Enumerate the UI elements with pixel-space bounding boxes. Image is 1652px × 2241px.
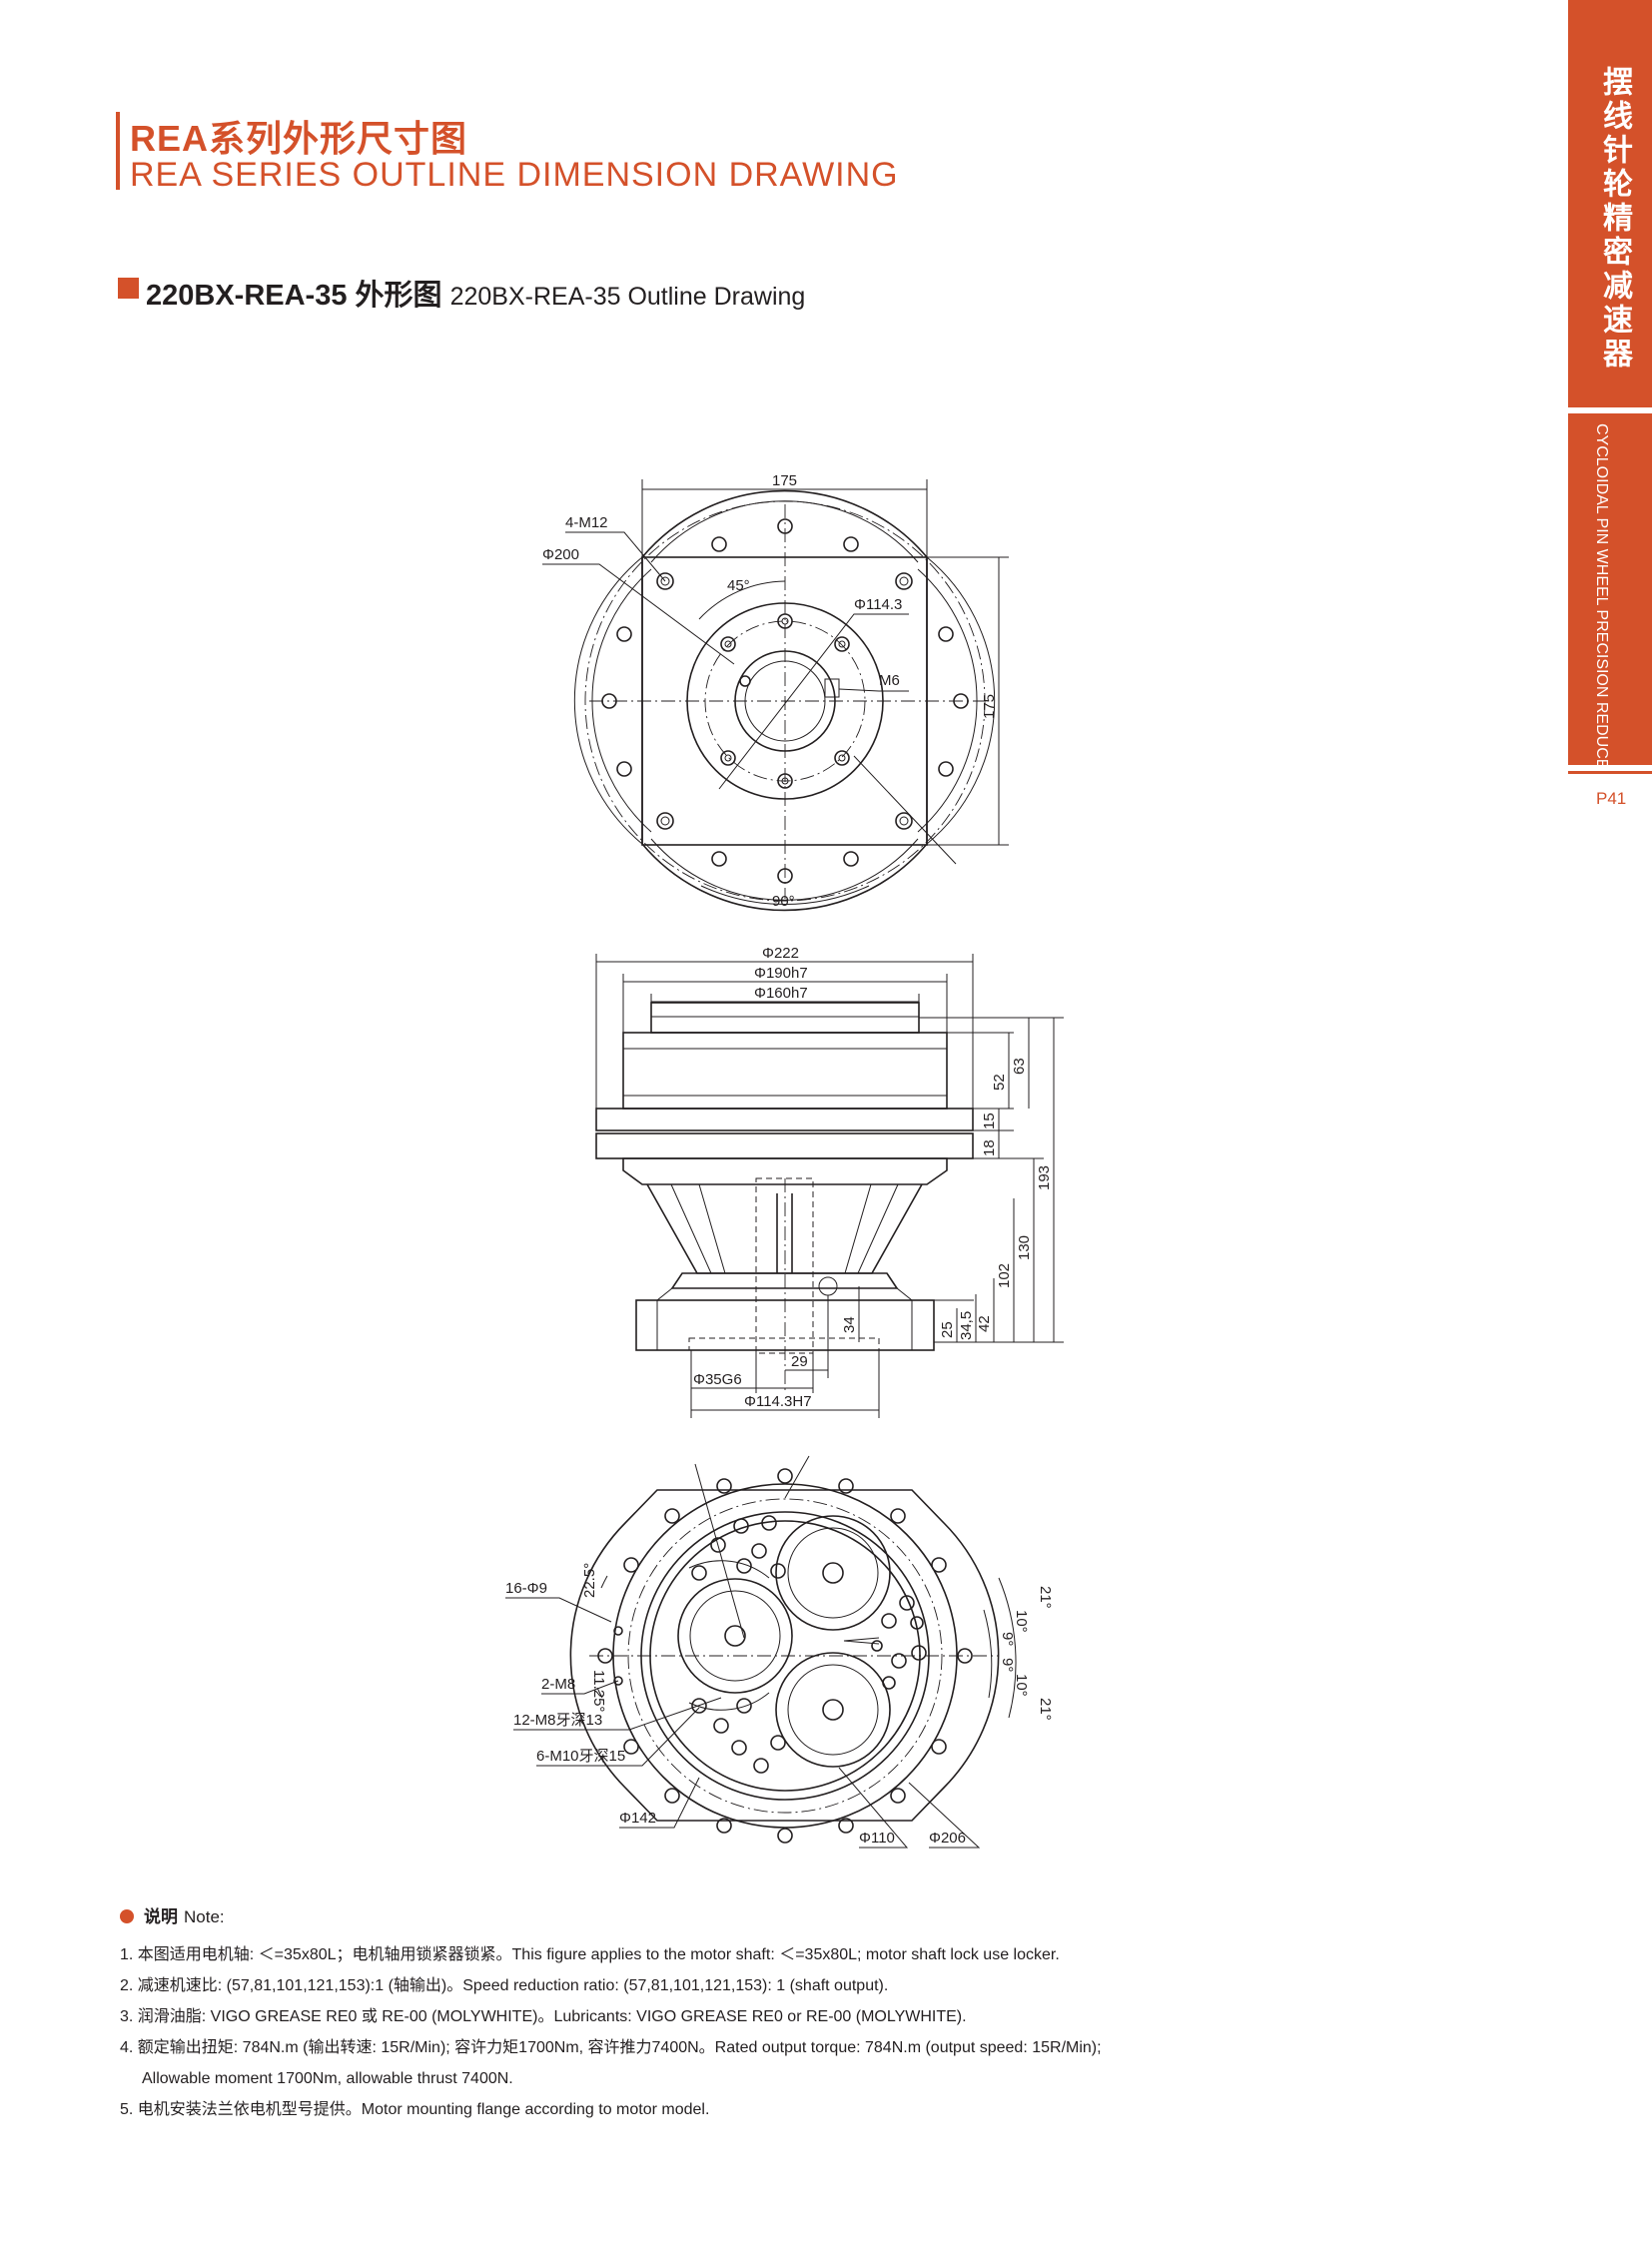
dim-top-height: 175: [981, 694, 998, 719]
dim-dia-35: Φ35G6: [693, 1371, 742, 1388]
note-item: Allowable moment 1700Nm, allowable thrus…: [142, 2070, 513, 2087]
bottom-pcd: [627, 1498, 943, 1814]
side-tab-middle: [1568, 413, 1652, 765]
label-dia-200: Φ200: [542, 546, 579, 563]
page-title-en: REA SERIES OUTLINE DIMENSION DRAWING: [130, 156, 899, 194]
label-angle-10a: 10°: [1013, 1610, 1030, 1633]
dim-top-width: 175: [772, 472, 797, 489]
dim-h15: 15: [981, 1113, 998, 1129]
label-angle-9b: 9°: [999, 1658, 1016, 1672]
side-tab-title-cn: 摆线针轮精密减速器: [1598, 66, 1631, 372]
label-4-m12: 4-M12: [565, 514, 608, 531]
top-flange-side-inner: [591, 568, 978, 833]
dim-w29: 29: [791, 1353, 808, 1370]
side-housing: [622, 1032, 948, 1110]
dim-h130: 130: [1016, 1235, 1033, 1260]
label-16-holes: 16-Φ9: [505, 1580, 547, 1597]
note-item: 2. 减速机速比: (57,81,101,121,153):1 (轴输出)。Sp…: [120, 1977, 889, 1994]
side-tab-divider: [1568, 771, 1652, 774]
top-hub-bolts: [720, 613, 850, 789]
label-dia-110: Φ110: [859, 1830, 895, 1847]
section-title: 220BX-REA-35 外形图 220BX-REA-35 Outline Dr…: [146, 272, 805, 314]
bottom-gear-left: [677, 1578, 793, 1694]
side-lower-housing: [622, 1157, 948, 1185]
note-item: 1. 本图适用电机轴: ＜=35x80L；电机轴用锁紧器锁紧。This figu…: [120, 1946, 1060, 1963]
dim-dia-190: Φ190h7: [754, 965, 808, 982]
label-6-m10: 6-M10牙深15: [536, 1748, 625, 1765]
title-accent-bar: [116, 112, 120, 190]
dim-dia-222: Φ222: [762, 945, 799, 962]
dim-dia-160: Φ160h7: [754, 985, 808, 1002]
side-cone: [646, 1183, 923, 1274]
label-12-m8: 12-M8牙深13: [513, 1712, 602, 1729]
notes-heading: 说明 Note:: [120, 1902, 225, 1927]
bottom-view: 16-Φ9 22.5° 11.25° 2-M8 12-M8牙深13 6-M10牙…: [505, 1455, 1054, 1849]
label-dia-142: Φ142: [619, 1810, 656, 1827]
top-view: 175 175 4-M12 Φ200 45° Φ114.3 M6 90°: [542, 472, 1009, 912]
note-item: 3. 润滑油脂: VIGO GREASE RE0 或 RE-00 (MOLYWH…: [120, 2008, 967, 2025]
side-flange-1: [595, 1108, 974, 1131]
dim-dia-114h7: Φ114.3H7: [744, 1393, 812, 1410]
label-dia-206: Φ206: [929, 1830, 966, 1847]
notes-heading-cn: 说明: [144, 1907, 178, 1926]
page-number: P41: [1596, 789, 1627, 808]
label-angle-11-25: 11.25°: [590, 1670, 607, 1712]
dim-h25: 25: [939, 1321, 956, 1338]
notes-list: 1. 本图适用电机轴: ＜=35x80L；电机轴用锁紧器锁紧。This figu…: [120, 1939, 1102, 2125]
notes-heading-en: Note:: [184, 1907, 225, 1926]
label-dia-114: Φ114.3: [854, 596, 902, 613]
top-keyway: [824, 678, 840, 698]
dim-h34: 34: [841, 1316, 858, 1333]
side-tab-title-en: CYCLOIDAL PIN WHEEL PRECISION REDUCER: [1593, 423, 1610, 781]
note-item: 5. 电机安装法兰依电机型号提供。Motor mounting flange a…: [120, 2101, 710, 2118]
label-angle-45: 45°: [727, 577, 750, 594]
dim-h102: 102: [996, 1263, 1013, 1288]
dim-h193: 193: [1036, 1165, 1053, 1190]
dim-h18: 18: [981, 1139, 998, 1156]
bullet-dot-icon: [120, 1909, 134, 1923]
bottom-gear-bottom: [775, 1652, 891, 1768]
side-plug-icon: [818, 1276, 838, 1296]
dim-h63: 63: [1011, 1058, 1028, 1075]
label-m6: M6: [879, 672, 900, 689]
top-flange-outline: [641, 489, 928, 912]
top-flange-holes: [601, 518, 969, 884]
side-motor-step: [670, 1272, 899, 1289]
bottom-outer-ring: [569, 1489, 1000, 1822]
label-angle-90: 90°: [772, 893, 795, 910]
dim-h52: 52: [991, 1074, 1008, 1091]
side-flange-2: [595, 1132, 974, 1159]
side-view: Φ222 Φ190h7 Φ160h7: [595, 945, 1064, 1418]
top-flange-inner: [650, 500, 919, 901]
side-hidden-shaft: [755, 1177, 814, 1354]
section-marker-icon: [118, 278, 139, 299]
page-title-cn: REA系列外形尺寸图: [130, 118, 468, 159]
section-title-en: 220BX-REA-35 Outline Drawing: [449, 283, 806, 311]
side-output-plate: [650, 1002, 920, 1034]
label-angle-22-5: 22.5°: [581, 1563, 598, 1598]
label-angle-21b: 21°: [1037, 1698, 1054, 1721]
top-corner-bolts: [656, 572, 913, 830]
label-angle-9a: 9°: [999, 1632, 1016, 1646]
dim-h42: 42: [976, 1315, 993, 1332]
label-angle-21a: 21°: [1037, 1586, 1054, 1609]
section-title-cn: 220BX-REA-35 外形图: [146, 280, 442, 312]
label-angle-10b: 10°: [1013, 1674, 1030, 1697]
side-tab-top: [1568, 0, 1652, 407]
label-2-m8: 2-M8: [541, 1676, 575, 1693]
dim-h34-5: 34,5: [958, 1311, 975, 1340]
bottom-inner-holes: [691, 1515, 927, 1774]
top-pcd-circle: [584, 500, 986, 902]
note-item: 4. 额定输出扭矩: 784N.m (输出转速: 15R/Min); 容许力矩1…: [120, 2039, 1102, 2056]
top-flange-side-arcs: [573, 556, 996, 845]
bottom-gear-top: [775, 1515, 891, 1631]
